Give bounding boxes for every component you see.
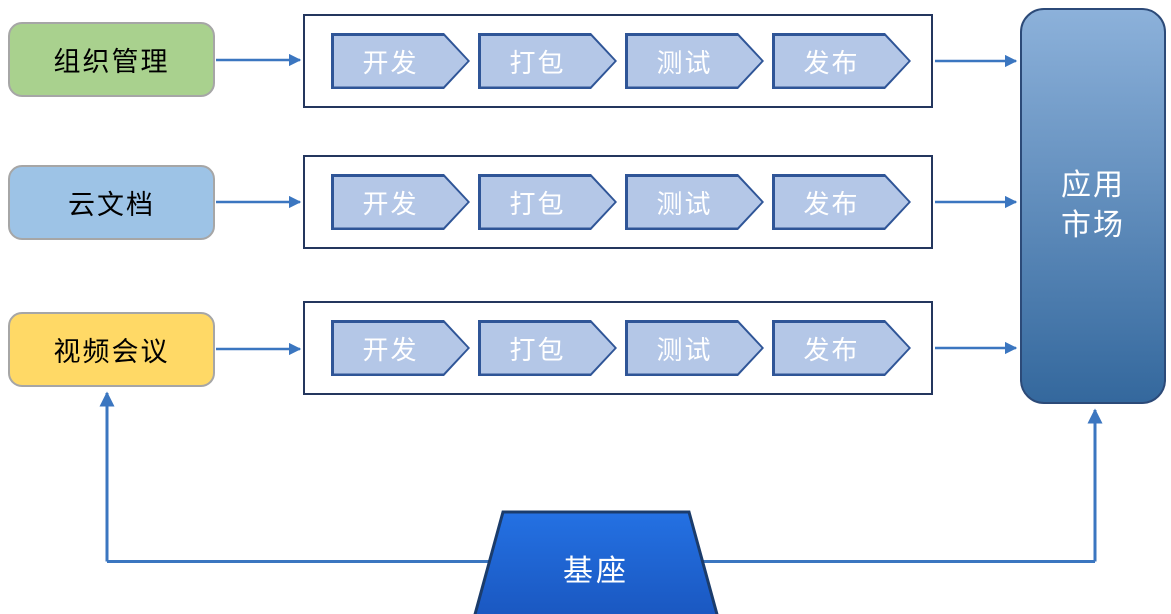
stage-label: 测试 xyxy=(628,323,762,374)
stage-chevron-3-4: 发布 xyxy=(772,320,911,376)
stage-label: 发布 xyxy=(775,36,909,87)
app-market-label-line1: 应用 xyxy=(1061,167,1125,203)
stage-label: 打包 xyxy=(481,323,615,374)
stage-chevron-1-4: 发布 xyxy=(772,33,911,89)
stage-chevron-2-4: 发布 xyxy=(772,174,911,230)
base-node: 基座 xyxy=(470,508,722,614)
stage-chevron-1-2: 打包 xyxy=(478,33,617,89)
stage-chevron-3-1: 开发 xyxy=(331,320,470,376)
stage-chevron-1-1: 开发 xyxy=(331,33,470,89)
stage-chevron-3-3: 测试 xyxy=(625,320,764,376)
app-market-label: 应用 市场 xyxy=(1061,166,1125,247)
stage-label: 测试 xyxy=(628,177,762,228)
stage-chevron-3-2: 打包 xyxy=(478,320,617,376)
source-node-2: 云文档 xyxy=(8,165,215,240)
pipeline-row-3: 开发打包测试发布 xyxy=(303,301,933,395)
stage-label: 打包 xyxy=(481,36,615,87)
pipeline-row-1: 开发打包测试发布 xyxy=(303,14,933,108)
stage-chevron-2-2: 打包 xyxy=(478,174,617,230)
stage-label: 开发 xyxy=(334,36,468,87)
stage-label: 发布 xyxy=(775,323,909,374)
app-market-label-line2: 市场 xyxy=(1061,208,1125,243)
stage-label: 开发 xyxy=(334,177,468,228)
stage-chevron-2-3: 测试 xyxy=(625,174,764,230)
source-node-1: 组织管理 xyxy=(8,22,215,97)
stage-label: 测试 xyxy=(628,36,762,87)
base-trapezoid-shape xyxy=(473,510,719,614)
app-market-node: 应用 市场 xyxy=(1020,8,1166,404)
pipeline-row-2: 开发打包测试发布 xyxy=(303,155,933,249)
base-label: 基座 xyxy=(563,554,629,589)
stage-chevron-2-1: 开发 xyxy=(331,174,470,230)
stage-label: 打包 xyxy=(481,177,615,228)
stage-label: 开发 xyxy=(334,323,468,374)
stage-label: 发布 xyxy=(775,177,909,228)
stage-chevron-1-3: 测试 xyxy=(625,33,764,89)
source-node-3: 视频会议 xyxy=(8,312,215,387)
